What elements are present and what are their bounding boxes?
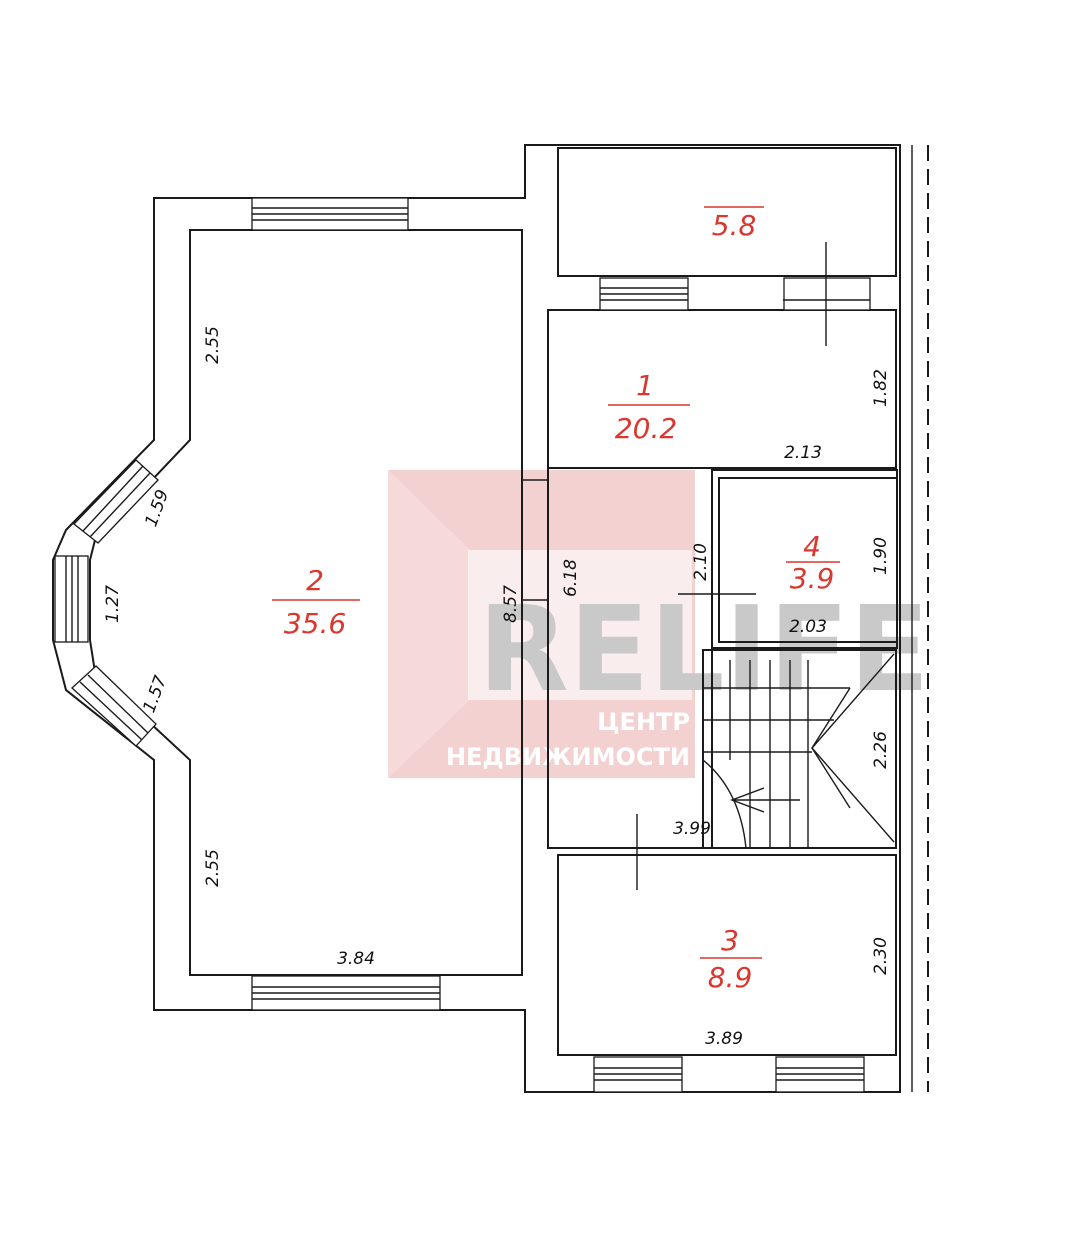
dim-room1-width: 2.13 bbox=[784, 443, 822, 463]
right-block-walls bbox=[547, 145, 929, 1092]
room-3-number: 3 bbox=[721, 924, 739, 957]
room-5-area: 5.8 bbox=[712, 209, 757, 242]
dim-room4-inner: 2.10 bbox=[691, 543, 711, 581]
room-2-label: 2 35.6 bbox=[272, 564, 360, 640]
windows bbox=[54, 197, 871, 1093]
room-3-area: 8.9 bbox=[708, 961, 753, 994]
dim-room3-height: 2.30 bbox=[871, 937, 891, 975]
window-bay-front bbox=[54, 555, 89, 643]
dim-stair-width: 3.99 bbox=[673, 819, 711, 839]
window-room5-a bbox=[599, 277, 689, 311]
window-room3-a bbox=[593, 1056, 683, 1093]
room-1-area: 20.2 bbox=[615, 412, 677, 445]
dim-bay-upper-wall: 2.55 bbox=[203, 326, 223, 364]
room-4-number: 4 bbox=[803, 530, 821, 563]
room-3-label: 3 8.9 bbox=[700, 924, 762, 994]
dim-room4-height: 1.90 bbox=[871, 537, 891, 575]
watermark: RELIFE ЦЕНТР НЕДВИЖИМОСТИ bbox=[388, 470, 930, 778]
watermark-line2: НЕДВИЖИМОСТИ bbox=[446, 743, 690, 771]
room-4-outer-outline bbox=[711, 469, 898, 649]
dim-room1-height: 1.82 bbox=[871, 369, 891, 407]
staircase bbox=[702, 649, 897, 849]
room-1-number: 1 bbox=[636, 369, 654, 402]
room-5-outline bbox=[557, 147, 897, 277]
dim-bay-lower-diag: 1.57 bbox=[139, 673, 171, 716]
dim-room3-width: 3.89 bbox=[705, 1029, 743, 1049]
room-2-number: 2 bbox=[306, 564, 324, 597]
dimension-labels: 2.55 2.55 1.59 1.27 1.57 3.84 8.57 6.18 … bbox=[103, 326, 891, 1049]
room-4-label: 4 3.9 bbox=[786, 530, 840, 595]
room-2-area: 35.6 bbox=[284, 607, 346, 640]
room-5-label: 5.8 bbox=[704, 206, 764, 242]
window-bay-upper bbox=[73, 459, 159, 544]
window-bay-lower bbox=[71, 665, 157, 747]
room-1-label: 1 20.2 bbox=[608, 369, 690, 445]
window-room3-b bbox=[775, 1056, 865, 1093]
window-top-room2 bbox=[251, 197, 409, 231]
room-3-outline bbox=[557, 854, 897, 1056]
room-4-area: 3.9 bbox=[790, 562, 835, 595]
room-labels: 1 20.2 2 35.6 3 8.9 4 3.9 5.8 bbox=[272, 206, 840, 994]
dim-bay-lower-wall: 2.55 bbox=[203, 849, 223, 887]
dim-corridor-length: 6.18 bbox=[561, 559, 581, 597]
room-1-outline bbox=[547, 309, 897, 469]
dim-room2-length: 8.57 bbox=[501, 585, 521, 623]
dim-bay-upper-diag: 1.59 bbox=[141, 487, 173, 529]
dim-bay-front: 1.27 bbox=[103, 585, 123, 623]
watermark-line1: ЦЕНТР bbox=[597, 708, 690, 736]
dim-room4-width: 2.03 bbox=[789, 617, 827, 637]
dim-stair-height: 2.26 bbox=[871, 731, 891, 769]
door-marks bbox=[522, 242, 870, 890]
window-room5-b bbox=[783, 277, 871, 311]
dim-room2-width: 3.84 bbox=[337, 949, 375, 969]
window-bottom-room2 bbox=[251, 975, 441, 1011]
